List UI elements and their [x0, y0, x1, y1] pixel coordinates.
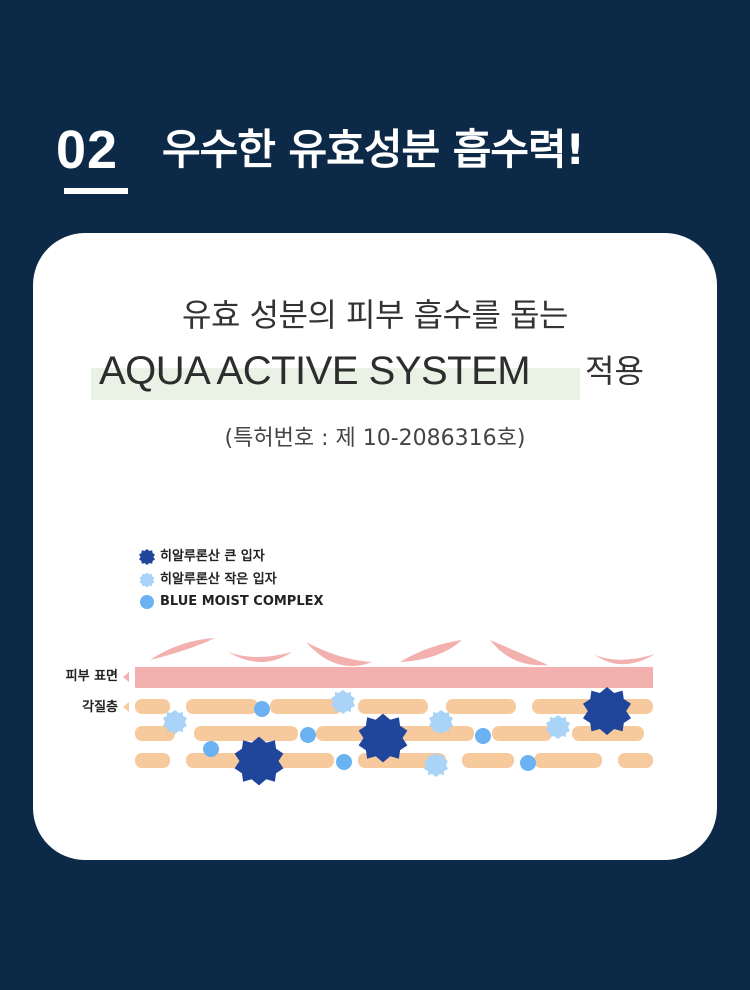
stratum-corneum-label: 각질층 — [82, 700, 118, 715]
system-name-highlight — [91, 368, 580, 400]
section-title: 우수한 유효성분 흡수력! — [162, 125, 585, 174]
info-card: 유효 성분의 피부 흡수를 돕는 AQUA ACTIVE SYSTEM 적용 (… — [33, 233, 717, 860]
legend-label-blue-moist-complex: BLUE MOIST COMPLEX — [160, 594, 324, 609]
card-subtitle: 유효 성분의 피부 흡수를 돕는 — [182, 296, 568, 334]
patent-number: (특허번호 : 제 10-2086316호) — [224, 426, 526, 451]
legend-label-large-particle: 히알루론산 큰 입자 — [160, 549, 265, 564]
system-line: AQUA ACTIVE SYSTEM 적용 — [91, 341, 691, 401]
section-number: 02 — [56, 120, 119, 180]
system-suffix: 적용 — [585, 352, 644, 390]
legend-label-small-particle: 히알루론산 작은 입자 — [160, 572, 277, 587]
skin-surface-label: 피부 표면 — [65, 669, 118, 684]
section-number-underline — [64, 188, 128, 194]
system-name: AQUA ACTIVE SYSTEM — [99, 349, 531, 393]
